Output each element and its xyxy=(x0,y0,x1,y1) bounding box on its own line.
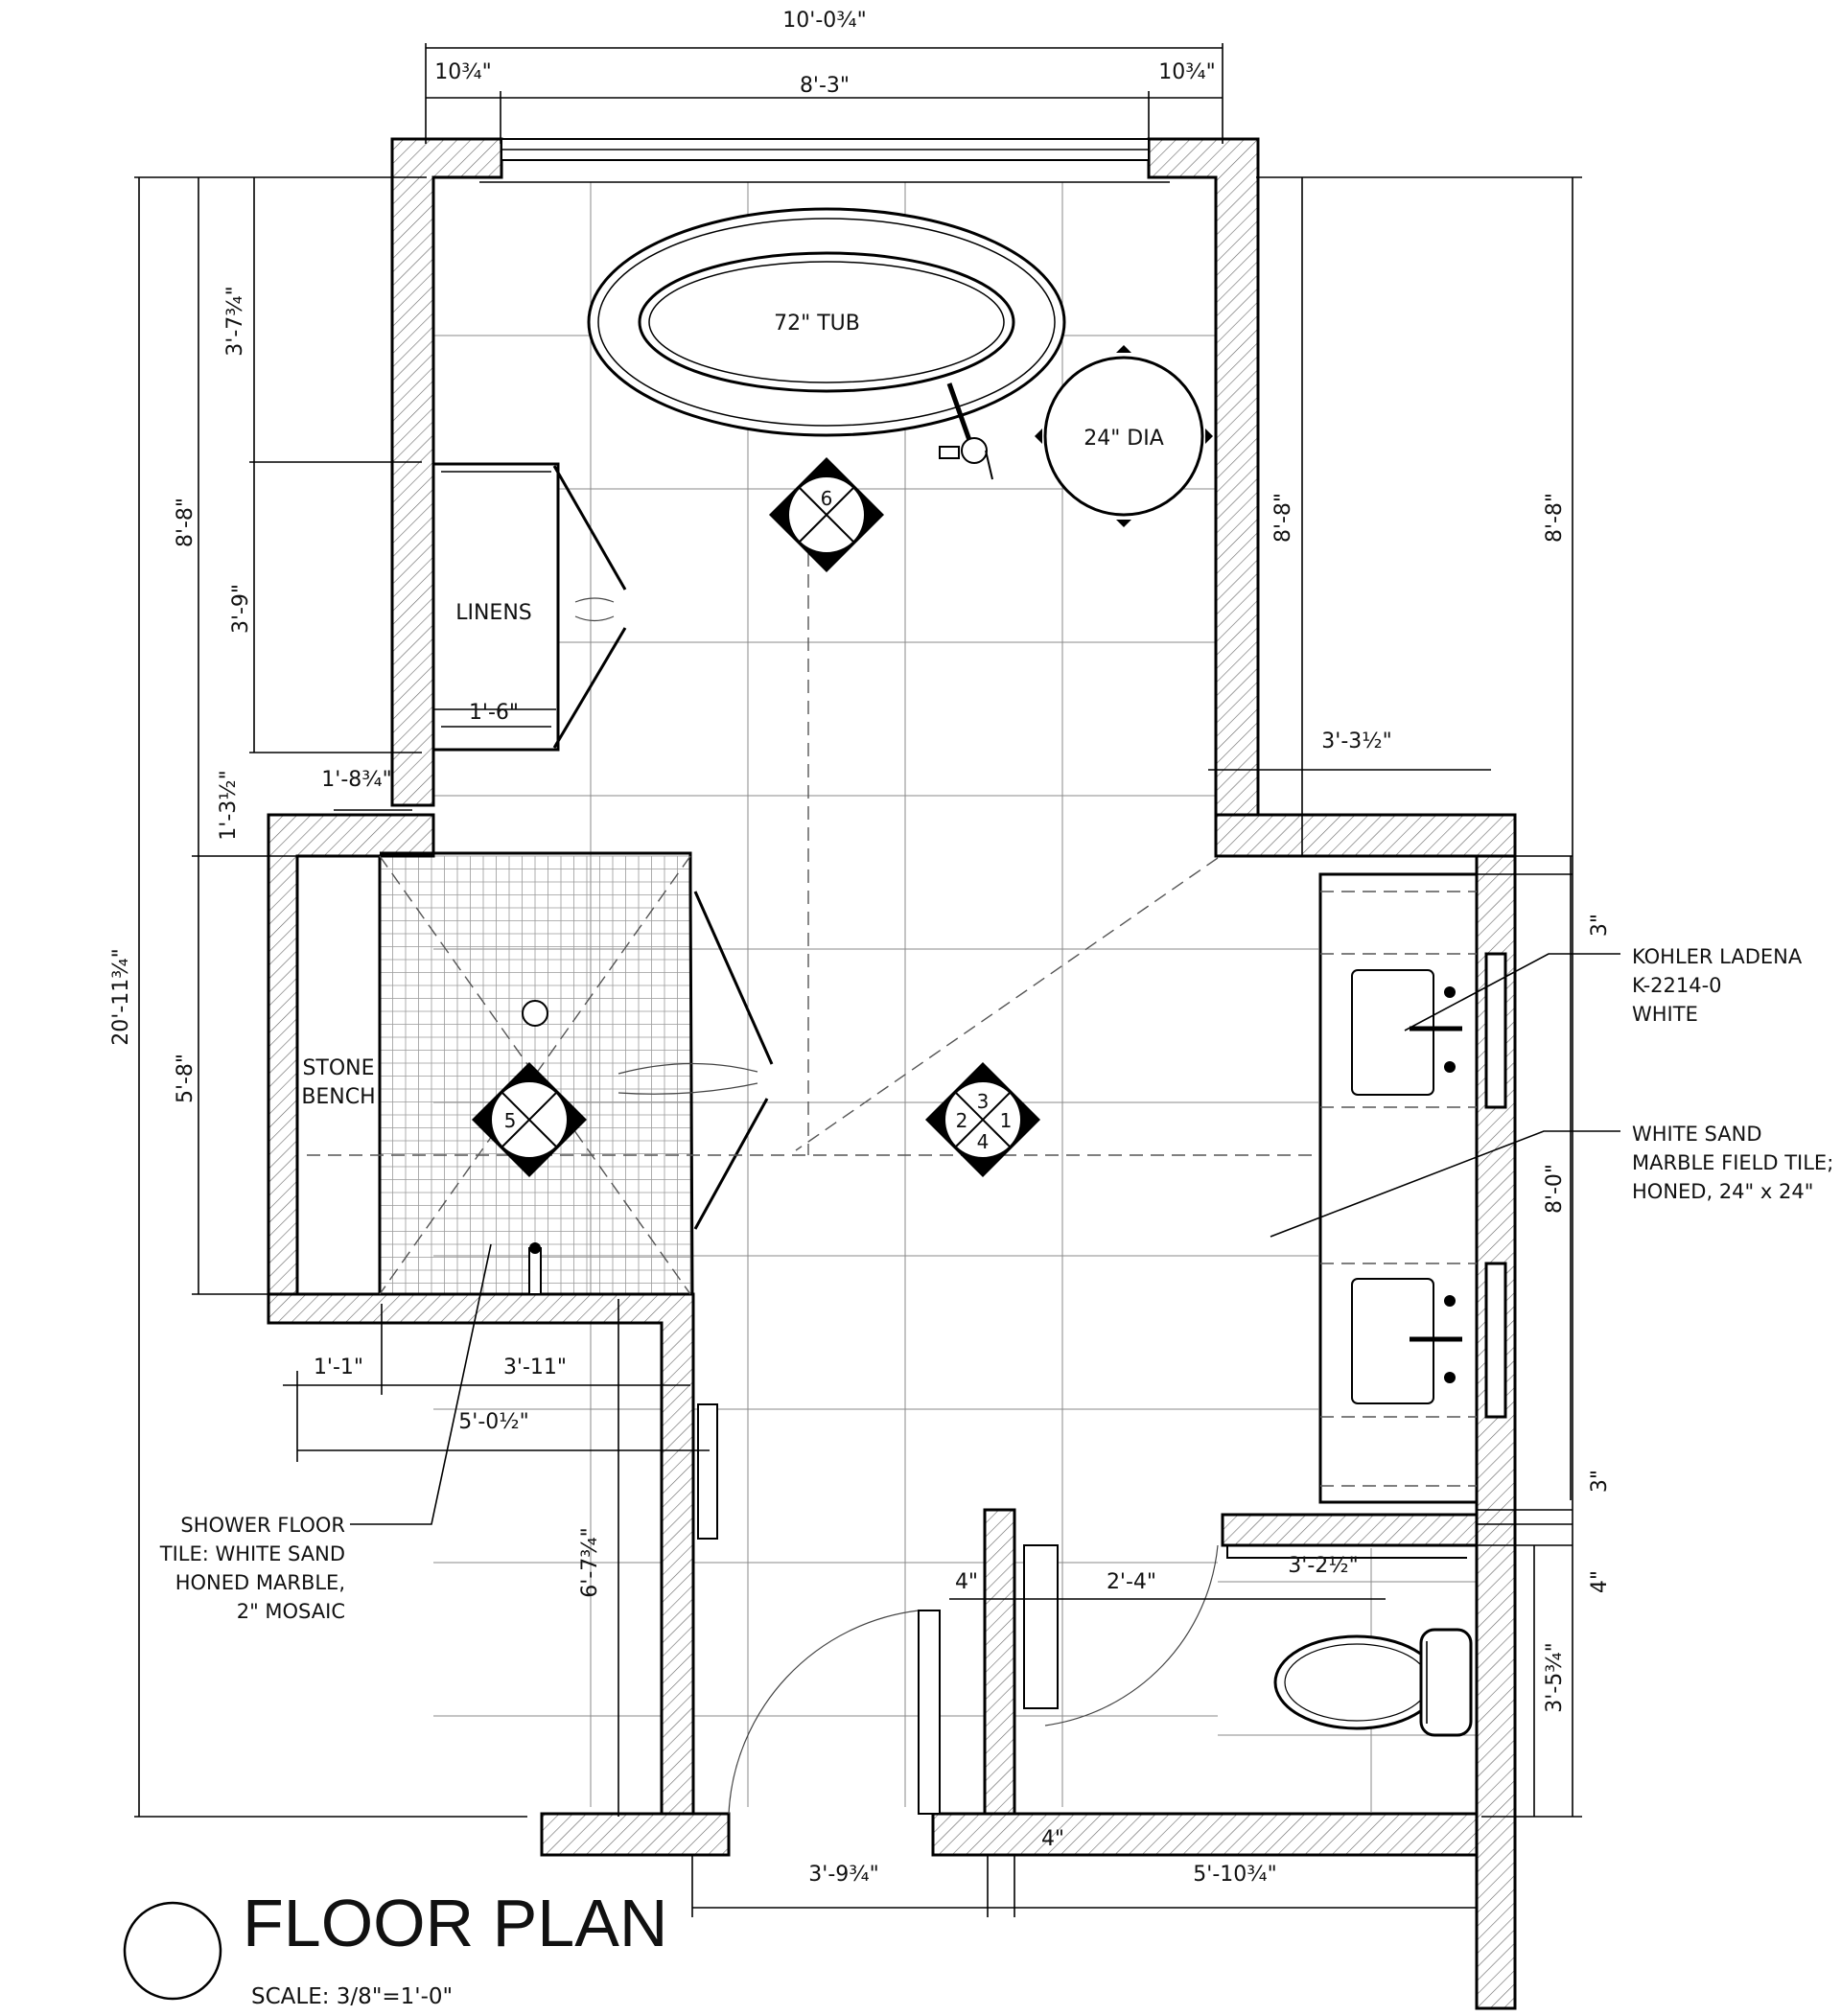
marker-1-label: 1 xyxy=(1000,1109,1013,1132)
marker-5: 5 xyxy=(472,1062,587,1177)
wall-wc-partition-h xyxy=(1221,1513,1479,1547)
note-shower-1: SHOWER FLOOR xyxy=(180,1514,345,1537)
stone-bench: STONE BENCH xyxy=(295,854,382,1296)
wall-bottom-left xyxy=(540,1812,731,1857)
dim-bench-offset: 1'-8¾" xyxy=(321,768,391,792)
marker-4-label: 4 xyxy=(977,1130,990,1153)
window xyxy=(479,138,1170,183)
dim-wc-partition: 4" xyxy=(955,1570,978,1594)
bench-label-2: BENCH xyxy=(301,1085,375,1109)
marker-2-label: 2 xyxy=(956,1109,968,1132)
dim-left-lower: 6'-7¾" xyxy=(578,1527,602,1597)
dim-wc-wall: 4" xyxy=(1588,1570,1612,1593)
note-shower-4: 2" MOSAIC xyxy=(237,1600,345,1623)
dim-right-outer-upper: 8'-8" xyxy=(1543,493,1567,543)
vanity xyxy=(1318,872,1507,1504)
bench-label-1: STONE xyxy=(302,1056,374,1080)
note-sink-1: KOHLER LADENA xyxy=(1632,945,1803,968)
dim-vanity-length: 8'-0" xyxy=(1543,1164,1567,1214)
title-bubble xyxy=(123,1901,222,2001)
wall-wc-partition-v xyxy=(983,1508,1016,1816)
dim-left-step: 1'-3½" xyxy=(217,770,241,840)
marker-5-label: 5 xyxy=(504,1109,517,1132)
marker-6: 6 xyxy=(769,457,884,572)
title-block: FLOOR PLAN SCALE: 3/8"=1'-0" xyxy=(123,1886,667,2009)
toilet xyxy=(1273,1628,1473,1737)
dim-wc-width: 3'-2½" xyxy=(1288,1554,1358,1578)
dim-vanity-gap-top: 3" xyxy=(1588,914,1612,937)
wall-right-step xyxy=(1214,813,1517,858)
note-sink-3: WHITE xyxy=(1632,1003,1698,1026)
table-label: 24" DIA xyxy=(1084,427,1164,451)
dimension-labels: 10'-0¾" 10¾" 8'-3" 10¾" 20'-11¾" 8'-8" 3… xyxy=(109,9,1612,1887)
dim-tub-zone: 3'-7¾" xyxy=(223,286,247,356)
freestanding-tub: 72" TUB xyxy=(587,207,1066,480)
dim-linen-depth: 1'-6" xyxy=(469,701,519,725)
dim-right-jamb: 10¾" xyxy=(1158,60,1215,84)
note-shower-3: HONED MARBLE, xyxy=(175,1571,345,1594)
note-field-2: MARBLE FIELD TILE; xyxy=(1632,1151,1833,1174)
dim-vanity-gap-bottom: 3" xyxy=(1588,1470,1612,1493)
dim-right-inner-upper: 8'-8" xyxy=(1271,493,1295,543)
note-sink-2: K-2214-0 xyxy=(1632,974,1722,997)
dim-left-jamb: 10¾" xyxy=(434,60,491,84)
marker-6-label: 6 xyxy=(821,487,833,510)
dimension-lines xyxy=(134,43,1582,1917)
note-field-1: WHITE SAND xyxy=(1632,1123,1762,1146)
dim-window-width: 8'-3" xyxy=(800,74,850,98)
dim-wc-door: 2'-4" xyxy=(1107,1570,1156,1594)
dim-bottom-left: 3'-9¾" xyxy=(808,1863,878,1887)
dim-wc-depth: 3'-5¾" xyxy=(1543,1642,1567,1712)
dim-overall-length: 20'-11¾" xyxy=(109,948,133,1045)
dim-linen-zone: 3'-9" xyxy=(229,584,253,634)
note-shower-2: TILE: WHITE SAND xyxy=(159,1542,345,1565)
drawing-scale: SCALE: 3/8"=1'-0" xyxy=(251,1984,453,2009)
wall-bottom-right xyxy=(931,1812,1479,1857)
marker-3-label: 3 xyxy=(977,1090,990,1113)
sink-upper xyxy=(1320,952,1507,1109)
dim-overall-width: 10'-0¾" xyxy=(782,9,866,33)
dim-vanity-offset: 3'-3½" xyxy=(1321,730,1391,753)
dim-bottom-right: 5'-10¾" xyxy=(1193,1863,1276,1887)
linens-label: LINENS xyxy=(455,601,532,625)
doors xyxy=(697,1403,1467,1815)
dim-bottom-partition: 4" xyxy=(1041,1827,1064,1851)
drawing-title: FLOOR PLAN xyxy=(243,1886,667,1960)
leaders xyxy=(350,953,1620,1525)
dim-shower-bench: 1'-1" xyxy=(314,1356,363,1379)
shower-glass xyxy=(379,851,774,1295)
dim-shower-total: 5'-0½" xyxy=(458,1410,528,1434)
dim-shower-floor: 3'-11" xyxy=(503,1356,567,1379)
sink-lower xyxy=(1320,1262,1507,1419)
dim-shower-depth: 5'-8" xyxy=(174,1054,198,1103)
marker-center: 3 2 1 4 xyxy=(925,1062,1040,1177)
tub-label: 72" TUB xyxy=(774,312,860,336)
note-field-3: HONED, 24" x 24" xyxy=(1632,1180,1813,1203)
round-table: 24" DIA xyxy=(1035,345,1213,527)
notes: KOHLER LADENA K-2214-0 WHITE WHITE SAND … xyxy=(159,945,1834,1623)
dim-left-upper: 8'-8" xyxy=(174,498,198,547)
linen-cabinet: LINENS xyxy=(431,462,627,752)
